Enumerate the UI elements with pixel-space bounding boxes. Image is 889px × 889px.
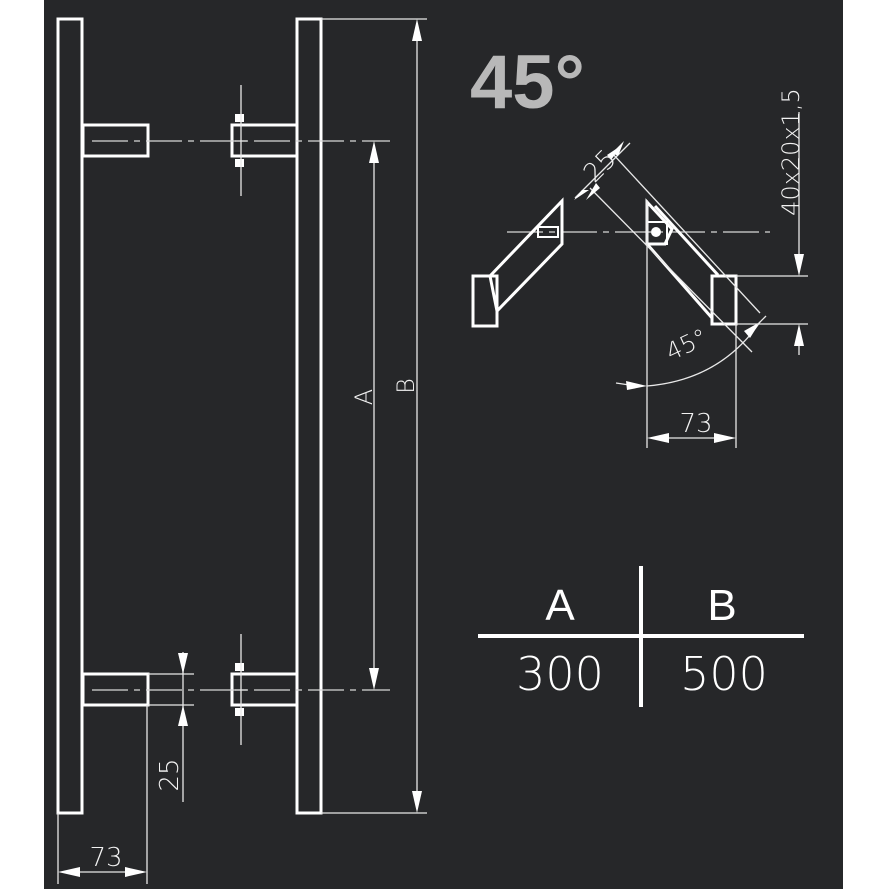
screw-head-icon [235, 114, 244, 122]
screw-head-icon [235, 663, 244, 671]
dim-angle-45: 45° [661, 323, 711, 366]
dim-post-25: 25 [155, 758, 185, 791]
label-B: B [392, 378, 420, 394]
table-value-A: 300 [516, 647, 604, 701]
label-A: A [350, 389, 378, 405]
angle-title: 45° [470, 40, 585, 125]
handle-bar-side [56, 17, 84, 815]
top-view: 25 40x20x1,5 45° 73 [471, 88, 808, 448]
drawing-sheet [44, 0, 843, 889]
screw-head-icon [235, 708, 244, 716]
table-header-B: B [707, 581, 736, 630]
dim-offset-73: 73 [89, 843, 122, 873]
screw-head-icon [235, 159, 244, 167]
handle-bar-front [295, 17, 323, 815]
dim-tube-size: 40x20x1,5 [777, 88, 805, 216]
standoff-arm-left [488, 197, 564, 315]
dim-offset-73-top: 73 [679, 409, 712, 439]
table-value-B: 500 [680, 647, 768, 701]
table-header-A: A [545, 581, 575, 630]
front-view: A B 25 73 [56, 17, 427, 884]
handle-section-left [471, 274, 499, 328]
size-table: A B 300 500 [478, 566, 804, 707]
